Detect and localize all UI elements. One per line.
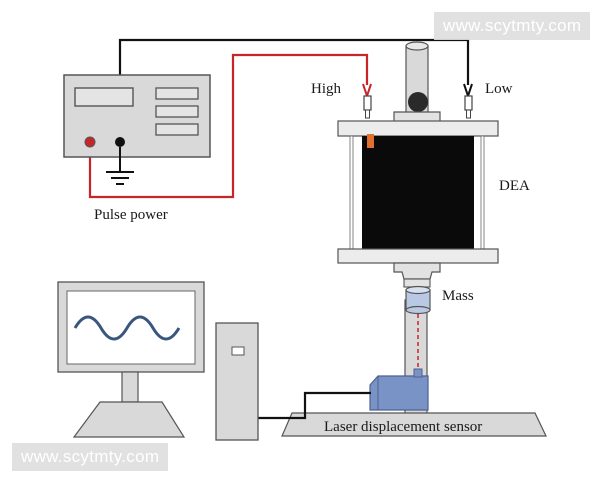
right-frame-rod [480,135,485,250]
high-clip [362,83,372,119]
power-slot-2 [155,105,199,118]
label-high: High [311,81,342,97]
pc-tower [215,322,259,441]
power-slot-3 [155,123,199,136]
ground-icon [106,147,134,185]
label-dea: DEA [499,178,530,194]
monitor [57,281,205,438]
watermark-bottom: www.scytmty.com [12,443,169,471]
laser-sensor-icon [369,368,429,411]
bottom-clamp [393,262,441,280]
negative-terminal [115,137,125,147]
tower-drive-slot [231,346,245,356]
monitor-neck [121,371,139,403]
power-slot-1 [155,87,199,100]
power-display [74,87,134,107]
watermark-top: www.scytmty.com [434,12,591,40]
bolt-icon [408,92,428,112]
mass-weight [405,285,431,315]
label-low: Low [485,81,513,97]
waveform-icon [73,315,181,341]
electrode-tab [367,134,374,148]
positive-terminal [84,136,96,148]
red-wire [88,53,369,199]
bottom-plate [337,248,499,264]
label-mass: Mass [442,288,474,304]
low-clip [463,83,473,119]
left-frame-rod [349,135,354,250]
sensor-cable [258,391,371,420]
top-plate [337,120,499,137]
base-platform [281,412,547,437]
monitor-screen [66,290,196,365]
label-pulse-power: Pulse power [94,207,168,223]
pulse-power-supply [63,74,211,158]
label-laser-sensor: Laser displacement sensor [324,419,482,435]
dea-membrane [362,136,474,249]
monitor-stand [72,401,186,438]
